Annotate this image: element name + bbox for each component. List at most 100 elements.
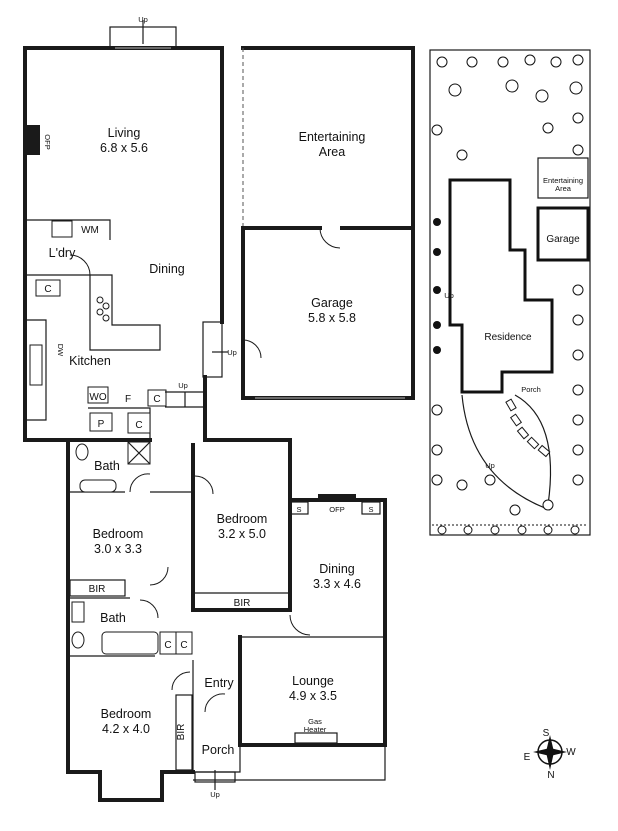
site-porch-label: Porch xyxy=(521,385,541,394)
porch-up-label: Up xyxy=(210,790,220,799)
hall-top-wall xyxy=(203,438,292,502)
cupboard-c4 xyxy=(175,631,193,655)
site-garden-path-2 xyxy=(514,394,552,506)
compass-e: E xyxy=(524,752,531,763)
c1-label: C xyxy=(153,394,160,405)
dining-front-size: 3.3 x 4.6 xyxy=(313,577,361,591)
garage-side-door xyxy=(242,339,262,359)
dining-ofp-label: OFP xyxy=(329,505,344,514)
kitchen-bench-left xyxy=(26,319,47,421)
bir-front xyxy=(175,694,193,771)
bath1-toilet xyxy=(75,443,89,461)
bedroom-small-label: Bedroom xyxy=(93,527,144,541)
living-fireplace xyxy=(26,125,40,155)
bath1-basin xyxy=(79,479,117,493)
compass-n: N xyxy=(547,770,554,781)
bedroom-small-size: 3.0 x 3.3 xyxy=(94,542,142,556)
bedroom-front-door xyxy=(171,671,191,691)
bir-small-label: BIR xyxy=(89,584,106,595)
site-up-label-2: Up xyxy=(485,461,495,470)
wm-label: WM xyxy=(81,225,99,236)
cooktop-1 xyxy=(96,296,104,304)
living-wall-left xyxy=(23,46,70,442)
garage-size: 5.8 x 5.8 xyxy=(308,311,356,325)
compass-needle-ew xyxy=(533,748,567,756)
site-plan: Entertaining Area Garage Residence Porch… xyxy=(429,49,591,536)
dining-s-left: S xyxy=(296,505,301,514)
garage-outer-wall xyxy=(241,46,415,400)
laundry-label: L'dry xyxy=(49,246,76,260)
gas-heater-label-2: Heater xyxy=(304,725,327,734)
laundry-door xyxy=(69,254,91,276)
laundry-wall xyxy=(25,219,111,240)
bath2-label: Bath xyxy=(100,611,126,625)
entertaining-label-2: Area xyxy=(319,145,345,159)
gas-heater xyxy=(294,732,338,744)
bath2-basin xyxy=(71,601,85,623)
fridge-label: F xyxy=(125,394,131,405)
pantry xyxy=(89,412,113,432)
bir-small xyxy=(69,579,126,597)
main-floor-plan: Up OFP Living 6.8 x 5.6 WM L'dry C Dinin… xyxy=(23,15,415,802)
cooktop-2 xyxy=(102,302,110,310)
bir-mid-label: BIR xyxy=(234,598,251,609)
entry-label: Entry xyxy=(204,676,234,690)
garage-top-door xyxy=(319,227,341,249)
living-ofp-label: OFP xyxy=(43,134,52,149)
kitchen-sink xyxy=(29,344,43,386)
site-residence-outline xyxy=(448,178,554,394)
bath1-label: Bath xyxy=(94,459,120,473)
kitchen-island xyxy=(89,274,161,351)
bath2-toilet xyxy=(71,631,85,649)
dining-shelf-right xyxy=(361,501,381,515)
site-boundary xyxy=(429,49,591,536)
site-entertaining-1: Entertaining xyxy=(543,176,583,185)
wo-label: WO xyxy=(89,392,106,403)
compass-s: S xyxy=(543,728,550,739)
living-size: 6.8 x 5.6 xyxy=(100,141,148,155)
site-residence-label: Residence xyxy=(484,332,532,343)
bath1-door xyxy=(129,473,151,493)
rear-up-label: Up xyxy=(138,15,148,24)
site-up-label-1: Up xyxy=(444,291,454,300)
bedroom-small-right-wall xyxy=(150,491,193,555)
bedroom-front-size: 4.2 x 4.0 xyxy=(102,722,150,736)
entry-door xyxy=(204,693,226,713)
dw-label: DW xyxy=(56,344,65,357)
bath2-tub xyxy=(101,631,159,655)
dining-s-right: S xyxy=(368,505,373,514)
compass-w: W xyxy=(566,747,576,758)
side-up-label: Up xyxy=(227,348,237,357)
site-garage-label: Garage xyxy=(546,234,580,245)
dining-main-label: Dining xyxy=(149,262,184,276)
garage-label: Garage xyxy=(311,296,353,310)
living-wall-right xyxy=(23,46,224,324)
c2-label: C xyxy=(135,420,142,431)
site-garage-box xyxy=(536,206,590,262)
bath1-shower-x xyxy=(127,441,151,465)
porch-label: Porch xyxy=(202,743,235,757)
site-entertaining-box xyxy=(537,157,589,199)
lower-wing-left-wall xyxy=(66,438,195,802)
lounge-size: 4.9 x 3.5 xyxy=(289,689,337,703)
c3-label: C xyxy=(164,640,171,651)
bedroom-mid-size: 3.2 x 5.0 xyxy=(218,527,266,541)
bedroom-mid-walls xyxy=(191,443,292,612)
bedroom-front-label: Bedroom xyxy=(101,707,152,721)
p-label: P xyxy=(98,419,105,430)
cupboard-c1 xyxy=(147,389,167,407)
bir-front-label: BIR xyxy=(176,724,187,741)
kitchen-label: Kitchen xyxy=(69,354,111,368)
laundry-sink xyxy=(51,220,73,238)
site-trees xyxy=(431,54,584,535)
living-label: Living xyxy=(108,126,141,140)
dining-front-label: Dining xyxy=(319,562,354,576)
compass: S N E W xyxy=(524,728,577,781)
porch-edge xyxy=(193,745,386,781)
laundry-c-label: C xyxy=(44,284,51,295)
site-garden-path-1 xyxy=(461,394,551,511)
laundry-cupboard xyxy=(35,279,61,297)
lounge-label: Lounge xyxy=(292,674,334,688)
entertaining-label-1: Entertaining xyxy=(299,130,366,144)
